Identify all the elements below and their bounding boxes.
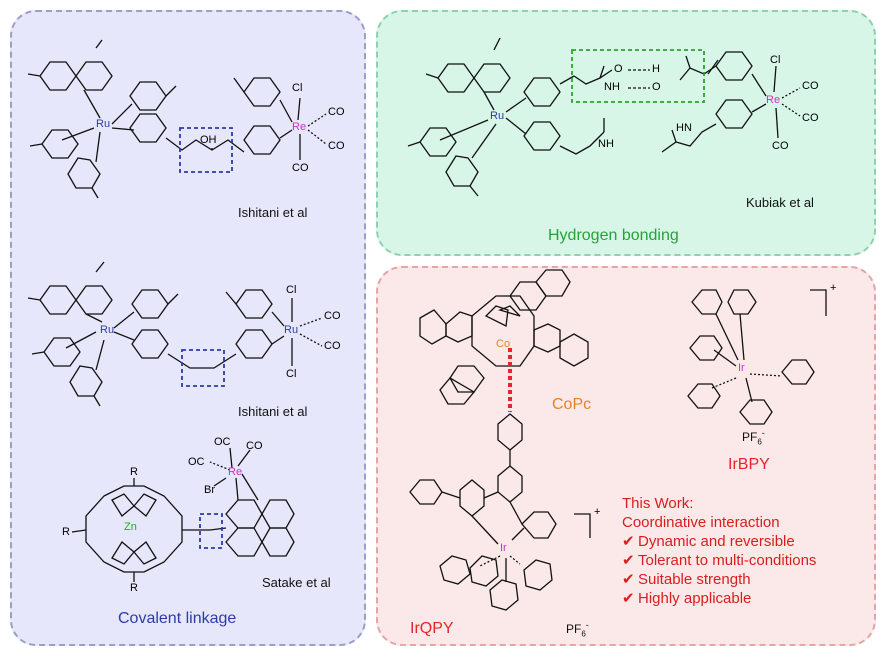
counterion-irbpy: PF6-: [742, 428, 765, 446]
co-ligand-2a: CO: [324, 310, 341, 322]
this-work-summary: This Work: Coordinative interaction ✔Dyn…: [622, 494, 816, 608]
nh-atom-1: NH: [604, 81, 620, 93]
this-work-item-text: Tolerant to multi-conditions: [638, 552, 817, 569]
o-atom-1: O: [614, 63, 623, 75]
ir-atom-qpy: Ir: [500, 542, 507, 554]
check-icon: ✔: [622, 533, 635, 550]
label-irqpy: IrQPY: [410, 620, 454, 637]
h-atom-1: H: [652, 63, 660, 75]
charge-irbpy: +: [830, 282, 837, 294]
oc-ligand-3a: OC: [188, 456, 205, 468]
check-icon: ✔: [622, 590, 635, 607]
label-irbpy: IrBPY: [728, 456, 770, 473]
co-ligand-1c: CO: [292, 162, 309, 174]
hydrogen-bonding-panel: [376, 10, 876, 256]
ref-satake: Satake et al: [262, 575, 331, 590]
this-work-item: ✔Dynamic and reversible: [622, 532, 816, 551]
o-atom-2: O: [652, 81, 661, 93]
this-work-item: ✔Highly applicable: [622, 589, 816, 608]
ref-ishitani-1: Ishitani et al: [238, 205, 308, 220]
co-ligand-4a: CO: [802, 80, 819, 92]
re-atom-1: Re: [292, 121, 307, 133]
this-work-item: ✔Suitable strength: [622, 570, 816, 589]
co-ligand-2b: CO: [324, 340, 341, 352]
co-ligand-4c: CO: [772, 140, 789, 152]
charge-irqpy: +: [594, 506, 601, 518]
label-copc: CoPc: [552, 396, 592, 413]
co-ligand-3: CO: [246, 440, 263, 452]
section-title-covalent: Covalent linkage: [118, 610, 237, 627]
co-ligand-4b: CO: [802, 112, 819, 124]
section-title-hbond: Hydrogen bonding: [548, 227, 679, 244]
zn-atom: Zn: [124, 521, 137, 533]
this-work-subtitle: Coordinative interaction: [622, 514, 780, 531]
re-atom-4: Re: [766, 94, 781, 106]
ir-atom-bpy: Ir: [738, 362, 745, 374]
ru-atom-2: Ru: [100, 324, 115, 336]
cl-atom-3: Cl: [286, 368, 297, 380]
ref-ishitani-2: Ishitani et al: [238, 404, 308, 419]
oh-group: OH: [200, 134, 217, 146]
r-group-left: R: [62, 526, 70, 538]
cl-atom-2: Cl: [286, 284, 297, 296]
counterion-irqpy-sup: -: [585, 620, 589, 630]
br-atom: Br: [204, 484, 215, 496]
ref-kubiak: Kubiak et al: [746, 195, 814, 210]
this-work-item-text: Suitable strength: [638, 571, 751, 588]
this-work-item-text: Dynamic and reversible: [638, 533, 795, 550]
re-atom-3: Re: [228, 466, 243, 478]
counterion-irbpy-sub: 6: [757, 437, 762, 447]
r-group-top: R: [130, 466, 138, 478]
this-work-item: ✔Tolerant to multi-conditions: [622, 551, 816, 570]
co-ligand-1a: CO: [328, 106, 345, 118]
counterion-irqpy: PF6-: [566, 620, 589, 638]
co-atom: Co: [496, 338, 511, 350]
check-icon: ✔: [622, 552, 635, 569]
oc-ligand-3b: OC: [214, 436, 231, 448]
ru-atom-1: Ru: [96, 118, 111, 130]
nh-atom-2: NH: [598, 138, 614, 150]
this-work-title: This Work:: [622, 495, 694, 512]
counterion-irbpy-sup: -: [761, 428, 765, 438]
covalent-linkage-panel: [10, 10, 366, 646]
hn-atom: HN: [676, 122, 692, 134]
ru-atom-3: Ru: [284, 324, 299, 336]
counterion-irqpy-sub: 6: [581, 629, 586, 639]
ru-atom-4: Ru: [490, 110, 505, 122]
cl-atom-4: Cl: [770, 54, 781, 66]
this-work-item-text: Highly applicable: [638, 590, 752, 607]
check-icon: ✔: [622, 571, 635, 588]
counterion-irbpy-main: PF: [742, 430, 758, 444]
cl-atom-1: Cl: [292, 82, 303, 94]
r-group-bottom: R: [130, 582, 138, 594]
co-ligand-1b: CO: [328, 140, 345, 152]
counterion-irqpy-main: PF: [566, 622, 582, 636]
